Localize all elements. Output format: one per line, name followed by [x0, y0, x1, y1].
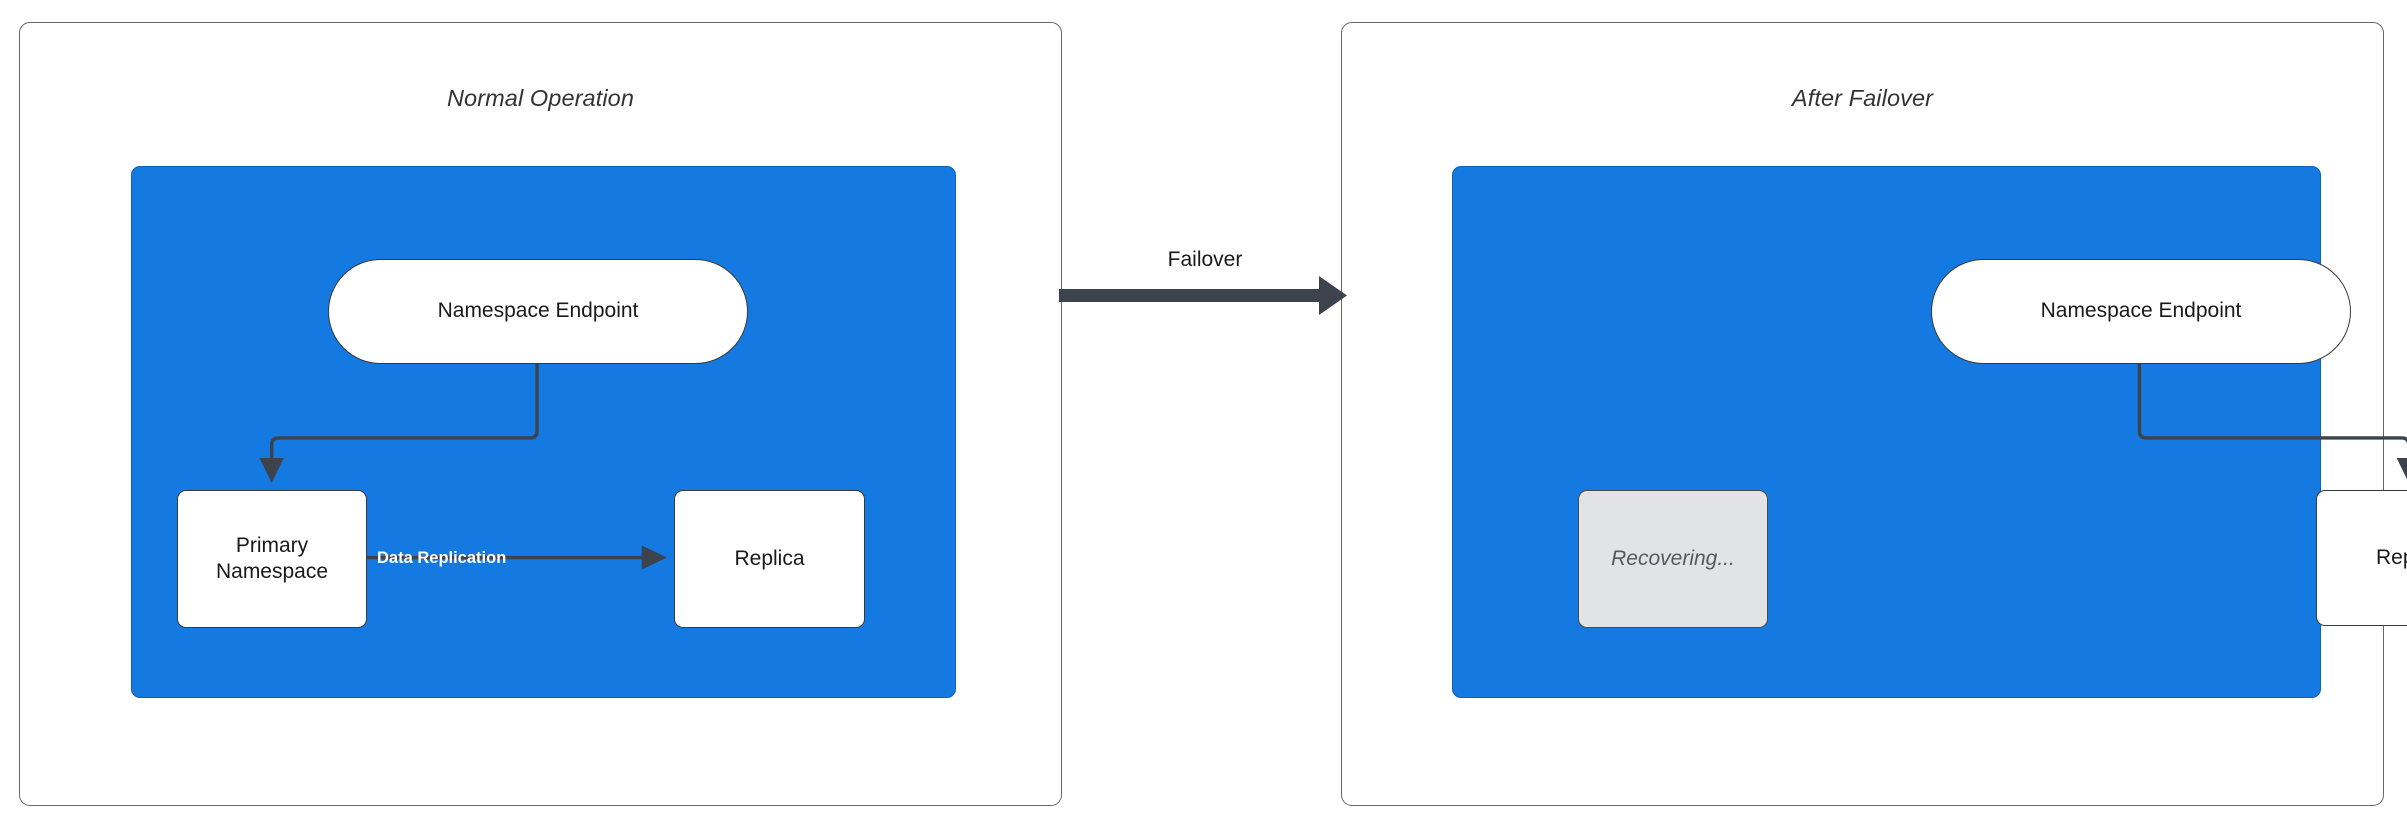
node-label: Recovering...: [1611, 546, 1735, 570]
node-namespace-endpoint-failover[interactable]: Namespace Endpoint: [1931, 259, 2351, 364]
node-label: Replica: [734, 546, 805, 570]
node-label-line2: Namespace: [215, 560, 329, 583]
node-label: Primary Namespace: [216, 533, 328, 585]
node-label: Replica: [2375, 545, 2407, 569]
group-after-failover-region: Namespace Endpoint Recovering... Replica: [1452, 166, 2407, 698]
node-label: Namespace Endpoint: [437, 299, 639, 323]
failover-label: Failover: [1167, 248, 1243, 271]
node-replica-failover[interactable]: Replica: [2316, 490, 2407, 626]
failover-transition: Failover: [1055, 248, 1355, 358]
edge-endpoint-to-replica: [2137, 363, 2407, 483]
node-recovering[interactable]: Recovering...: [1578, 490, 1768, 628]
panel-normal-operation: Normal Operation Namespace End: [19, 22, 1062, 806]
failover-arrow-icon: [1059, 276, 1347, 315]
node-label: Namespace Endpoint: [2040, 299, 2242, 323]
panel-title-after-failover: After Failover: [1791, 85, 1934, 111]
group-normal-operation-region: Namespace Endpoint Primary Namespace Rep…: [131, 166, 956, 698]
edge-endpoint-to-primary: [259, 363, 539, 483]
panel-after-failover: After Failover Namespace Endpoint Recove…: [1341, 22, 2407, 806]
node-primary-namespace[interactable]: Primary Namespace: [177, 490, 367, 628]
node-namespace-endpoint-normal[interactable]: Namespace Endpoint: [328, 259, 748, 364]
edge-label-data-replication: Data Replication: [377, 549, 507, 567]
panel-title-normal-operation: Normal Operation: [446, 85, 635, 111]
node-label-line1: Primary: [235, 533, 309, 557]
node-replica-normal[interactable]: Replica: [674, 490, 865, 628]
